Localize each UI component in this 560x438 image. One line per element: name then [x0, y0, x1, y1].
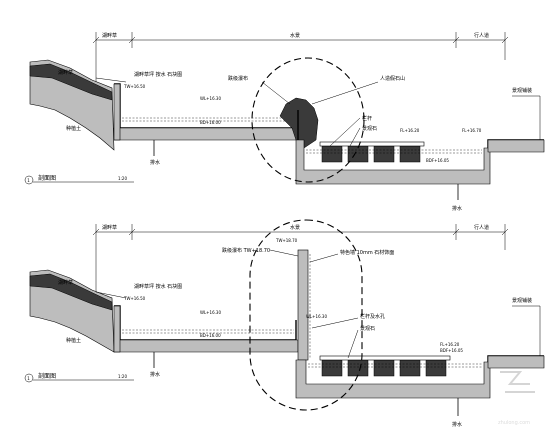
- section-scale-1: 1:20: [118, 176, 127, 181]
- lower-pool-slab-1: [295, 139, 491, 185]
- pool-slab-1: [113, 127, 297, 141]
- detail-callout-circle-1: [251, 57, 365, 183]
- label-pump: 排水: [150, 159, 160, 166]
- label-paving: 景观铺装: [512, 87, 532, 94]
- label-bdf: BDF+16.05: [426, 158, 449, 163]
- walkway-paving-2: [487, 355, 545, 369]
- label-tw-2: TW+16.50: [123, 296, 146, 301]
- walkway-paving-1: [487, 139, 545, 153]
- label-stone-2: 景观石: [360, 325, 375, 332]
- label-bd: BD+16.00: [200, 120, 221, 125]
- label-rail-2: 栏杆及水孔: [360, 313, 385, 320]
- section-title-2: 1 剖面图 1:20: [24, 372, 134, 383]
- label-cascade-2: 跌级瀑布 TW+18.70: [222, 247, 270, 254]
- dim-label-lawn: 湖畔草: [102, 32, 117, 39]
- pool-wall-left-1: [113, 83, 121, 141]
- dim-label-water-2: 水景: [290, 224, 300, 231]
- hillside-rock-2: [29, 273, 113, 311]
- label-paving-2: 景观铺装: [512, 297, 532, 304]
- label-feature-wall: 特色墙 10mm 石材饰面: [340, 249, 394, 256]
- svg-text:1: 1: [27, 376, 30, 381]
- dim-label-walkway-2: 行人道: [474, 224, 489, 231]
- hillside-slope-2: [29, 269, 115, 353]
- watermark-text: zhulong.com: [498, 420, 530, 426]
- label-wl2: WL+16.30: [306, 314, 327, 319]
- detail-callout-capsule-2: [249, 219, 363, 411]
- label-soil: 种植土: [66, 125, 81, 132]
- pool-wall-left-2: [113, 305, 121, 353]
- section-1: 湖畔草 水景 行人道: [24, 32, 545, 212]
- label-wl-2: WL+16.30: [200, 310, 221, 315]
- dim-label-walkway: 行人道: [474, 32, 489, 39]
- dim-label-water: 水景: [290, 32, 300, 39]
- hillside-slope: [29, 59, 115, 151]
- label-slope-2: 湖畔草: [58, 279, 73, 286]
- label-fl-2: FL+16.20: [440, 342, 460, 347]
- stepping-stones-2: [319, 355, 451, 377]
- label-drain-2: 排水: [452, 421, 462, 428]
- rockery-1: [279, 97, 319, 149]
- label-rockery: 人造假石山: [380, 75, 405, 82]
- label-fl: FL+16.20: [400, 128, 420, 133]
- label-fl2: FL+16.70: [462, 128, 482, 133]
- section-title-text-1: 剖面图: [38, 174, 56, 182]
- label-wl: WL+16.30: [200, 96, 221, 101]
- label-stone: 景观石: [362, 125, 377, 132]
- stepping-stones-1: [319, 141, 425, 163]
- label-cascade: 跌级瀑布: [228, 75, 248, 82]
- label-wall-note: 湖畔草坪 按水 石块图: [134, 71, 182, 78]
- watermark: zhulong.com: [498, 371, 535, 426]
- svg-text:1: 1: [27, 178, 30, 183]
- lower-pool-slab-2: [295, 359, 491, 399]
- hillside-rock: [29, 63, 113, 101]
- section-2: 湖畔草 水景 行人道: [24, 219, 545, 428]
- label-tw: TW+16.50: [123, 84, 146, 89]
- label-rail: 栏杆: [362, 115, 372, 122]
- label-bd-2: BD+16.00: [200, 333, 221, 338]
- label-wall-note-2: 湖畔草坪 按水 石块图: [134, 283, 182, 290]
- section-title-1: 1 剖面图 1:20: [24, 174, 134, 185]
- label-soil-2: 种植土: [66, 337, 81, 344]
- section-scale-2: 1:20: [118, 374, 127, 379]
- pool-slab-2: [113, 339, 299, 353]
- label-drain: 排水: [452, 205, 462, 212]
- dim-label-lawn-2: 湖畔草: [102, 224, 117, 231]
- feature-wall: [297, 249, 309, 361]
- label-wall-top: TW+18.70: [275, 238, 298, 243]
- label-pump-2: 排水: [150, 371, 160, 378]
- section-title-text-2: 剖面图: [38, 372, 56, 380]
- label-slope: 湖畔草: [58, 69, 73, 76]
- label-bdf-2: BDF+16.05: [440, 348, 463, 353]
